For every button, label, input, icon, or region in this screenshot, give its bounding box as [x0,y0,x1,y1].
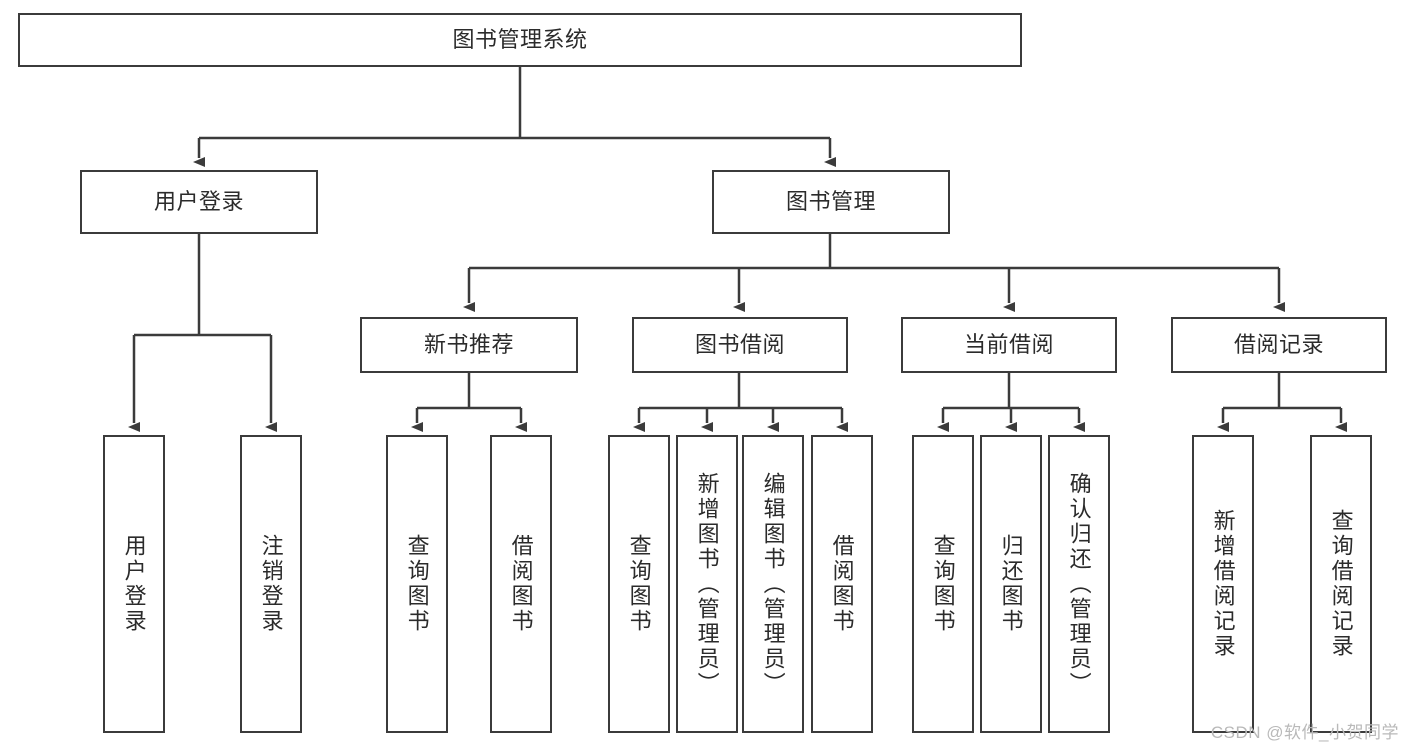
node-leaf-edit-book-label: 编辑图书（管理员） [760,471,786,697]
node-leaf-new-book-borrow-label: 借阅图书 [508,534,534,634]
node-leaf-user-login-label: 用户登录 [121,534,147,634]
node-user-login-label: 用户登录 [153,188,244,214]
node-book-manage-label: 图书管理 [785,188,876,214]
node-leaf-confirm-return[interactable]: 确认归还（管理员） [1048,435,1110,733]
node-leaf-logout-label: 注销登录 [258,534,284,634]
node-leaf-add-book[interactable]: 新增图书（管理员） [676,435,738,733]
node-leaf-return-book-label: 归还图书 [998,534,1024,634]
node-current-borrow-label: 当前借阅 [963,331,1054,357]
node-borrow-record[interactable]: 借阅记录 [1171,317,1387,373]
node-book-borrow-label: 图书借阅 [694,331,785,357]
node-leaf-borrow-book[interactable]: 借阅图书 [811,435,873,733]
node-leaf-query-record-label: 查询借阅记录 [1328,509,1354,659]
node-leaf-add-record-label: 新增借阅记录 [1210,509,1236,659]
node-root-label: 图书管理系统 [452,26,588,52]
node-book-borrow[interactable]: 图书借阅 [632,317,848,373]
node-leaf-borrow-query-label: 查询图书 [626,534,652,634]
node-leaf-new-book-query-label: 查询图书 [404,534,430,634]
node-leaf-borrow-book-label: 借阅图书 [829,534,855,634]
node-leaf-new-book-borrow[interactable]: 借阅图书 [490,435,552,733]
node-new-book-recommend[interactable]: 新书推荐 [360,317,578,373]
node-leaf-current-query[interactable]: 查询图书 [912,435,974,733]
node-leaf-add-record[interactable]: 新增借阅记录 [1192,435,1254,733]
node-leaf-logout[interactable]: 注销登录 [240,435,302,733]
node-leaf-current-query-label: 查询图书 [930,534,956,634]
node-leaf-new-book-query[interactable]: 查询图书 [386,435,448,733]
node-borrow-record-label: 借阅记录 [1233,331,1324,357]
node-leaf-confirm-return-label: 确认归还（管理员） [1066,471,1092,697]
watermark: CSDN @软件_小贺同学 [1210,723,1399,742]
node-leaf-query-record[interactable]: 查询借阅记录 [1310,435,1372,733]
node-leaf-borrow-query[interactable]: 查询图书 [608,435,670,733]
node-leaf-user-login[interactable]: 用户登录 [103,435,165,733]
node-user-login[interactable]: 用户登录 [80,170,318,234]
node-leaf-return-book[interactable]: 归还图书 [980,435,1042,733]
node-leaf-edit-book[interactable]: 编辑图书（管理员） [742,435,804,733]
node-book-manage[interactable]: 图书管理 [712,170,950,234]
node-leaf-add-book-label: 新增图书（管理员） [694,471,720,697]
node-root[interactable]: 图书管理系统 [18,13,1022,67]
node-current-borrow[interactable]: 当前借阅 [901,317,1117,373]
node-new-book-recommend-label: 新书推荐 [423,331,514,357]
